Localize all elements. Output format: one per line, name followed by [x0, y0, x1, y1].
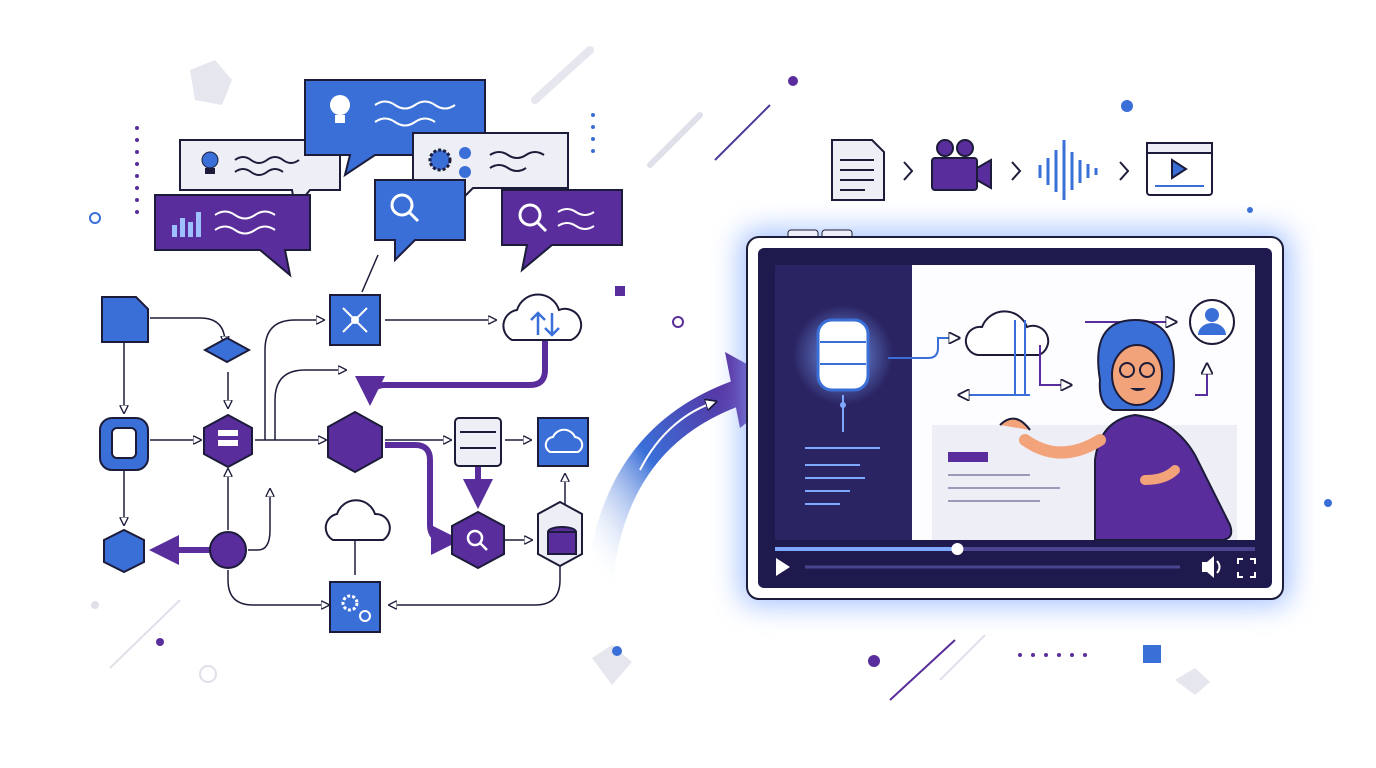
chart-icon	[172, 212, 201, 237]
document-node-icon	[101, 296, 149, 343]
workflow-nodes	[99, 293, 589, 633]
video-camera-icon	[931, 139, 992, 191]
workflow-connectors	[124, 318, 565, 605]
layers-node-icon	[202, 336, 252, 364]
video-player-icon	[1146, 142, 1213, 196]
lightbulb-icon	[330, 95, 350, 123]
network-icon	[329, 294, 381, 346]
workflow-connectors-purple	[149, 340, 548, 565]
magnifier-icon	[518, 203, 548, 233]
gear-icon	[329, 581, 381, 633]
database-icon	[816, 318, 870, 392]
user-avatar-icon	[1189, 299, 1235, 345]
cloud-upload-icon	[324, 499, 391, 541]
video-controls	[775, 543, 1256, 578]
pipeline-steps	[831, 139, 1213, 201]
document-icon	[831, 139, 885, 201]
chevron-right-icon	[903, 161, 914, 181]
magnifier-icon	[451, 510, 505, 570]
cloud-upload-icon	[537, 417, 589, 467]
chevron-right-icon	[1011, 161, 1022, 181]
database-icon	[537, 500, 583, 568]
video-player[interactable]	[740, 229, 1290, 605]
server-rack-icon	[454, 417, 502, 467]
bubble-magnifier-purple	[501, 189, 623, 273]
lightbulb-icon	[201, 151, 219, 174]
cloud-sync-icon	[502, 293, 583, 341]
database-icon	[99, 417, 149, 471]
play-icon[interactable]	[776, 558, 790, 576]
decorations	[89, 46, 1332, 701]
gear-icon	[428, 147, 471, 178]
speech-bubbles	[154, 79, 623, 293]
fullscreen-icon[interactable]	[1237, 558, 1256, 578]
magnifier-icon	[390, 193, 420, 223]
hexagon-server-icon	[203, 413, 253, 469]
bubble-magnifier-blue	[374, 179, 466, 263]
cloud-icon	[964, 310, 1050, 356]
volume-icon[interactable]	[1202, 556, 1221, 578]
progress-handle[interactable]	[951, 543, 964, 555]
audio-waveform-icon	[1038, 140, 1098, 200]
bubble-chart-purple	[154, 194, 311, 278]
cube-icon	[103, 528, 145, 574]
hexagon-node	[327, 410, 383, 474]
presenter-figure	[999, 318, 1233, 541]
chevron-right-icon	[1119, 161, 1130, 181]
hub-node	[209, 531, 247, 569]
